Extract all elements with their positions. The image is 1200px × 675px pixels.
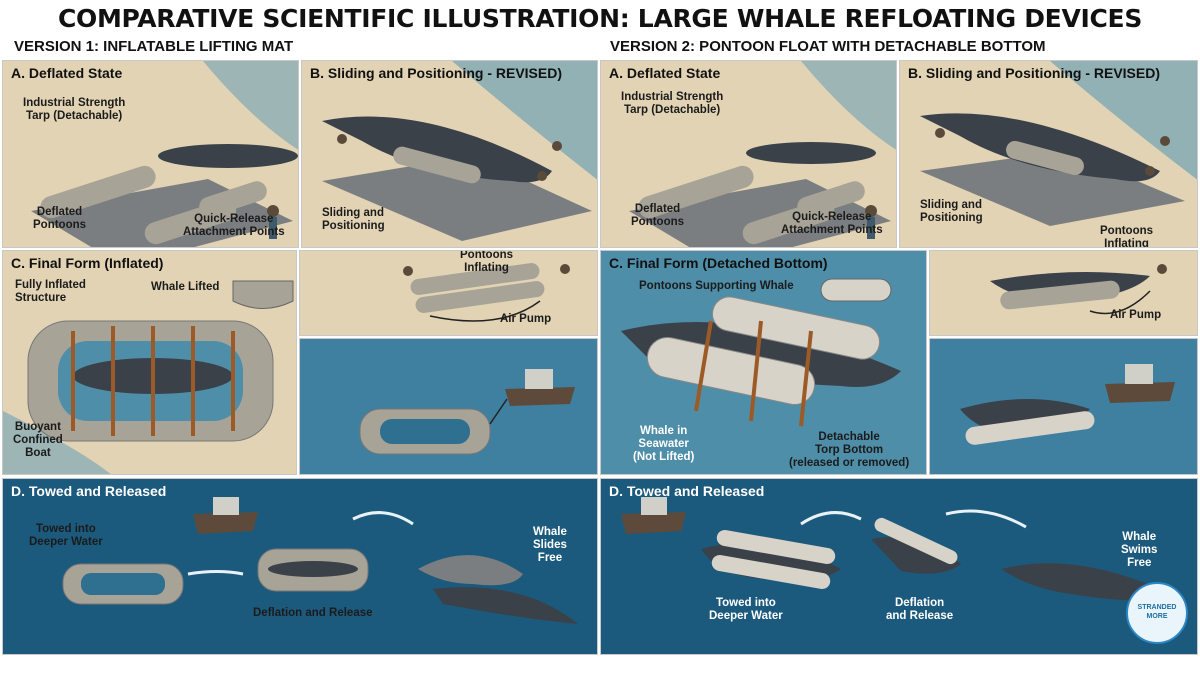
- tarp-shape: [418, 555, 523, 586]
- v1-panel-a-title: A. Deflated State: [11, 65, 123, 81]
- page-title: COMPARATIVE SCIENTIFIC ILLUSTRATION: LAR…: [57, 4, 1143, 33]
- v2-panel-a-illustration: [601, 61, 896, 247]
- v1-panel-b-illustration: [302, 61, 597, 247]
- tug-boat-shape: [193, 512, 258, 534]
- v1-panel-b: B. Sliding and Positioning - REVISED) Sl…: [301, 60, 598, 248]
- v2-panel-b-title: B. Sliding and Positioning - REVISED): [908, 65, 1160, 81]
- v1-panel-sea: [299, 338, 598, 475]
- v2-panel-d-illustration: [601, 479, 1197, 654]
- v2-panel-a-title: A. Deflated State: [609, 65, 721, 81]
- whale-shape: [746, 142, 876, 164]
- label: Whale Lifted: [151, 281, 220, 293]
- v2-panel-c: C. Final Form (Detached Bottom) Pontoons…: [600, 250, 927, 475]
- v1-panel-a-illustration: [3, 61, 298, 247]
- whale-shape: [322, 116, 552, 183]
- tug-boat-shape: [621, 512, 686, 534]
- v1-panel-b-title: B. Sliding and Positioning - REVISED): [310, 65, 562, 81]
- label: Deflation and Release: [253, 607, 373, 619]
- v1-panel-pump-illustration: [300, 251, 597, 335]
- whale-shape: [433, 587, 578, 624]
- v2-panel-sea-illustration: [930, 339, 1197, 474]
- v2-panel-b-illustration: [900, 61, 1197, 247]
- v2-panel-sea: [929, 338, 1198, 475]
- cross-section-shape: [232, 280, 294, 309]
- tug-boat-shape: [505, 387, 575, 406]
- label: Air Pump: [500, 313, 552, 325]
- v1-panel-d-title: D. Towed and Released: [11, 483, 167, 499]
- version-2-title: VERSION 2: PONTOON FLOAT WITH DETACHABLE…: [610, 38, 1046, 55]
- v2-panel-b: B. Sliding and Positioning - REVISED) Sl…: [899, 60, 1198, 248]
- tug-boat-shape: [1105, 382, 1175, 403]
- whale-shape: [268, 561, 358, 577]
- label: Pontoons Supporting Whale: [639, 280, 794, 292]
- cross-section-shape: [820, 278, 892, 302]
- stranded-more-logo: STRANDED MORE: [1126, 582, 1188, 644]
- v2-panel-c-illustration: [601, 251, 926, 474]
- whale-shape: [871, 536, 961, 574]
- v1-panel-c-title: C. Final Form (Inflated): [11, 255, 164, 271]
- v2-panel-pump-illustration: [930, 251, 1197, 335]
- v1-panel-d-illustration: [3, 479, 597, 654]
- whale-shape: [920, 113, 1160, 182]
- v2-panel-c-title: C. Final Form (Detached Bottom): [609, 255, 828, 271]
- whale-shape: [621, 322, 901, 387]
- v1-panel-c-illustration: [3, 251, 296, 474]
- whale-shape: [158, 144, 298, 168]
- version-1-title: VERSION 1: INFLATABLE LIFTING MAT: [14, 38, 294, 55]
- label: Air Pump: [1110, 309, 1162, 321]
- v1-panel-sea-illustration: [300, 339, 597, 474]
- v2-panel-pump: Air Pump: [929, 250, 1198, 336]
- v2-panel-d-title: D. Towed and Released: [609, 483, 765, 499]
